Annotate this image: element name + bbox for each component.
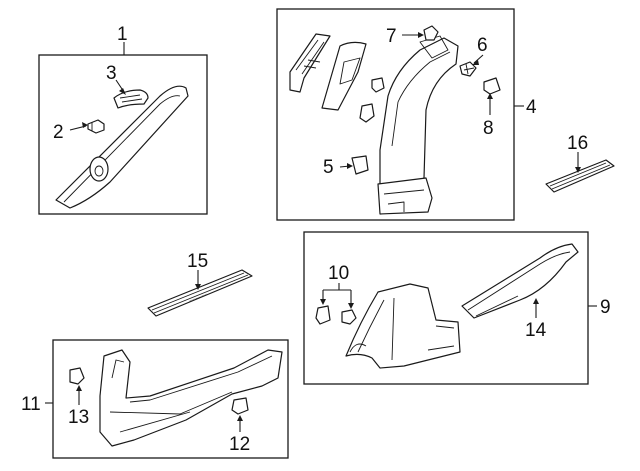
- callout-7: 7: [386, 26, 397, 47]
- part-13-clip: [69, 367, 85, 405]
- part-15-sill-plate: ~~~~~~: [147, 269, 253, 317]
- callout-8: 8: [483, 118, 494, 139]
- callout-14: 14: [525, 320, 547, 341]
- group-9-box: [303, 231, 597, 385]
- part-6-bolt: [459, 54, 484, 77]
- part-small-clip-b: [359, 103, 375, 123]
- callout-13: 13: [68, 407, 89, 428]
- part-10-clips: [315, 283, 357, 325]
- callout-11: 11: [21, 394, 41, 415]
- callout-6: 6: [477, 35, 488, 56]
- part-b-pillar-lower-trim: [377, 35, 459, 215]
- part-b-pillar-upper-trim: [289, 33, 331, 93]
- part-11-sill-trim: [99, 349, 283, 447]
- part-5-clip: [339, 155, 369, 175]
- callout-16: 16: [567, 133, 588, 154]
- part-8-clip: [483, 77, 501, 115]
- callout-4: 4: [526, 97, 537, 118]
- callout-5: 5: [323, 157, 334, 178]
- callout-2: 2: [53, 122, 64, 143]
- part-7-clip: [402, 25, 439, 41]
- callout-15: 15: [187, 251, 208, 272]
- group-4-box: [276, 8, 524, 221]
- callout-10: 10: [328, 263, 349, 284]
- part-3-grab-handle: [113, 79, 149, 109]
- part-quarter-lower-trim: [345, 283, 461, 369]
- callout-12: 12: [229, 434, 250, 455]
- group-1-box: [38, 42, 208, 215]
- callout-3: 3: [106, 63, 117, 84]
- group-11-box: [45, 339, 289, 459]
- part-2-clip: [69, 119, 105, 134]
- part-14-rocker-trim: [461, 243, 579, 319]
- part-16-sill-plate: [545, 152, 615, 193]
- part-12-clip: [231, 397, 249, 432]
- callout-9: 9: [600, 297, 611, 318]
- part-small-clip-a: [371, 77, 385, 93]
- callout-1: 1: [117, 24, 128, 45]
- part-1-a-pillar-trim: [55, 85, 189, 209]
- part-seatbelt-trim: [321, 41, 367, 111]
